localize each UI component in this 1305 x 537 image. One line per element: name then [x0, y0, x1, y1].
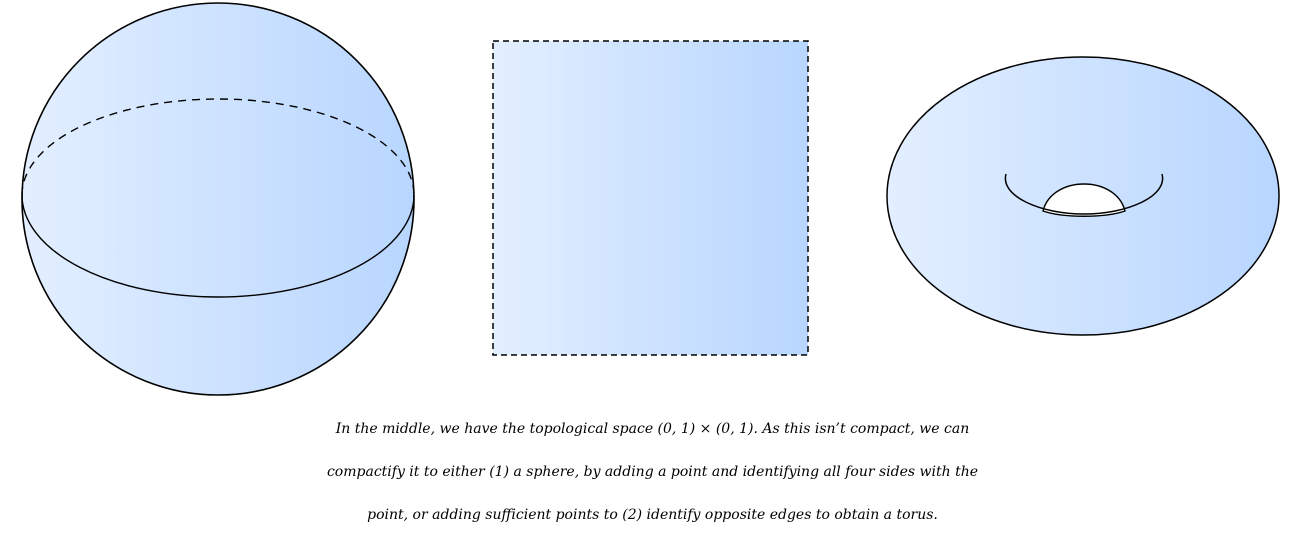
sphere-outline [21, 2, 415, 396]
caption-line-1: In the middle, we have the topological s… [335, 421, 970, 437]
torus-inner-curve [1004, 173, 1164, 215]
figure-caption: In the middle, we have the topological s… [0, 408, 1305, 537]
open-square [492, 40, 809, 356]
caption-line-3: point, or adding sufficient points to (2… [367, 507, 938, 523]
sphere-figure [21, 2, 415, 396]
sphere-equator-back [21, 98, 415, 196]
caption-line-2: compactify it to either (1) a sphere, by… [326, 464, 979, 480]
sphere-equator-front [21, 194, 415, 298]
torus-hole [1042, 183, 1126, 217]
open-square-figure [492, 40, 809, 356]
figure-canvas [21, 2, 1280, 396]
torus-figure [886, 56, 1280, 336]
